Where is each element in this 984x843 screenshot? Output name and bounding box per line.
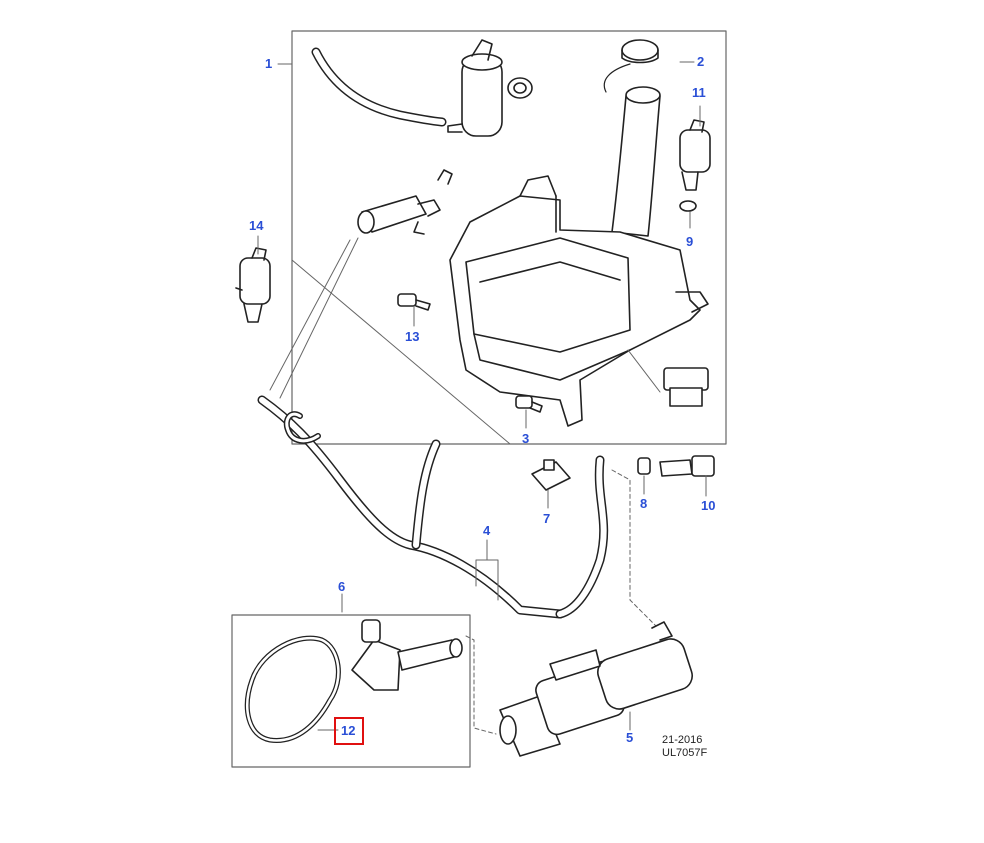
jet-nozzle [357, 169, 453, 235]
nozzle-seal-12 [244, 635, 341, 743]
callout-6: 6 [338, 579, 346, 594]
callout-1: 1 [265, 56, 273, 71]
drawing-ref: UL7057F [662, 746, 708, 759]
grommet-8 [637, 457, 651, 475]
callout-13: 13 [405, 329, 420, 344]
callout-11: 11 [692, 85, 706, 100]
sensor-connector [663, 367, 709, 407]
grommet-9 [679, 200, 697, 212]
washer-pump-11 [679, 119, 711, 191]
filler-neck [611, 95, 661, 237]
nozzle-jet-6 [351, 619, 463, 691]
callout-9: 9 [686, 234, 694, 249]
leader-5-feed [611, 469, 661, 631]
washer-pump-14 [235, 247, 271, 323]
callout-10: 10 [701, 498, 716, 513]
drawing-date: 21-2016 [662, 734, 703, 746]
bolt-3 [515, 395, 543, 413]
leader-nozzle [269, 237, 359, 399]
callout-7: 7 [543, 511, 551, 526]
connector-10 [659, 455, 715, 477]
callout-2: 2 [697, 54, 705, 69]
callout-12: 12 [341, 723, 356, 738]
bolt-13 [397, 293, 431, 311]
highlight-box [334, 717, 364, 745]
group-frame-1 [291, 30, 727, 445]
washer-pump-top [447, 39, 533, 137]
washer-reservoir [449, 175, 709, 427]
leader-4 [475, 539, 499, 601]
filler-cap [603, 39, 659, 93]
callout-14: 14 [249, 218, 264, 233]
group-frame-6 [231, 614, 471, 768]
drawing-code: 21-2016 UL7057F [662, 734, 707, 759]
callout-5: 5 [626, 730, 634, 745]
leader-6 [465, 635, 497, 735]
callout-3: 3 [522, 431, 530, 446]
hose-assembly-4 [257, 395, 609, 619]
callout-8: 8 [640, 496, 648, 511]
callout-4: 4 [483, 523, 491, 538]
washer-jet-5 [499, 621, 693, 757]
leader-1 [277, 63, 511, 445]
